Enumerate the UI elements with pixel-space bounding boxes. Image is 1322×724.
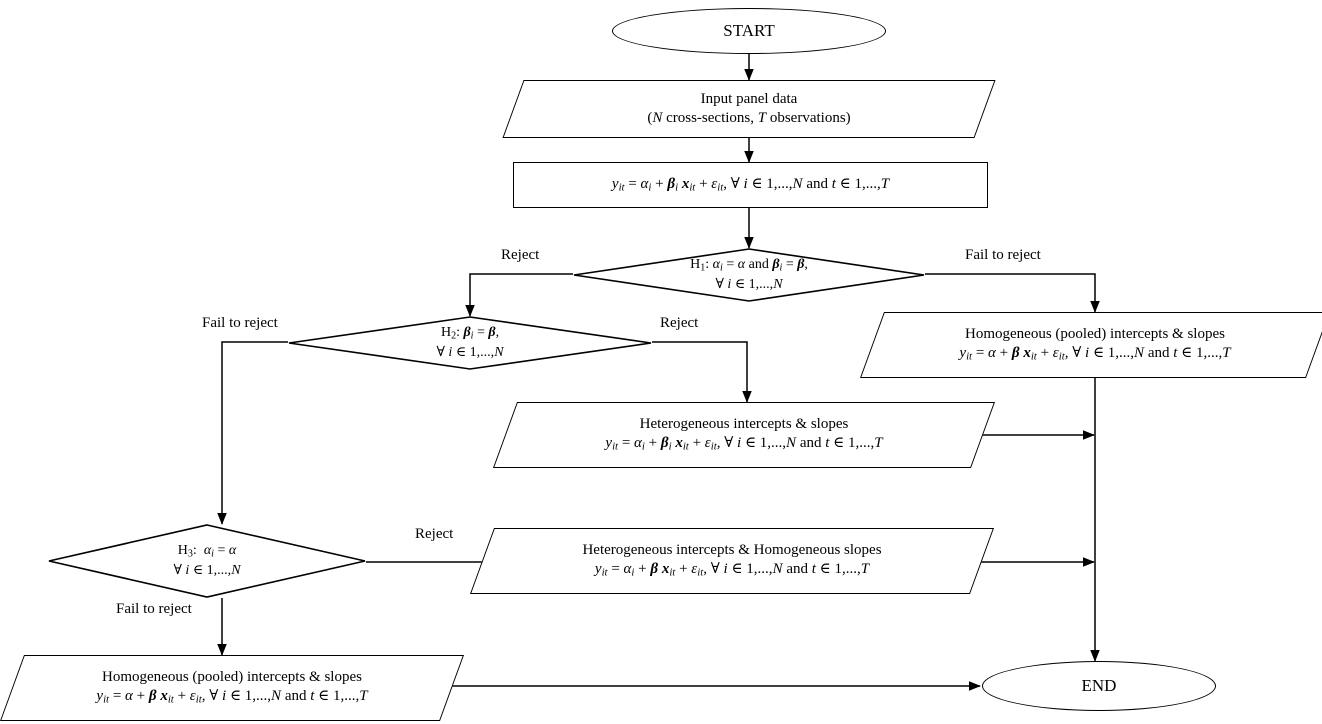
node-end-label: END [1081, 676, 1117, 696]
node-decision-h2[interactable]: H2: βi = β, ∀ i ∈ 1,...,N [288, 316, 652, 370]
node-hetero-int-line1: Heterogeneous intercepts & Homogeneous s… [582, 542, 882, 559]
node-h1-line2: ∀ i ∈ 1,...,N [715, 276, 783, 292]
edge-h1-to-pooled-top [925, 273, 1100, 313]
node-pooled-top-line2: yit = α + β xit + εit, ∀ i ∈ 1,...,N and… [959, 345, 1231, 364]
edge-h1-to-h2 [465, 273, 573, 317]
node-hetero-intercepts[interactable]: Heterogeneous intercepts & Homogeneous s… [469, 528, 995, 594]
node-pooled-top-line1: Homogeneous (pooled) intercepts & slopes [965, 326, 1225, 343]
h3-diamond-outline [48, 524, 366, 598]
node-input-line1: Input panel data [700, 90, 798, 107]
node-h3-line1: H3: αi = α [177, 543, 237, 560]
node-hetero-both-line2: yit = αi + βi xit + εit, ∀ i ∈ 1,...,N a… [605, 435, 883, 454]
h2-diamond-outline [288, 316, 652, 370]
edge-label-h1-fail-to-reject: Fail to reject [965, 247, 1041, 263]
node-input-panel-data[interactable]: Input panel data (N cross-sections, T ob… [502, 80, 996, 138]
node-hetero-int-line2: yit = αi + β xit + εit, ∀ i ∈ 1,...,N an… [594, 561, 870, 580]
node-h2-line2: ∀ i ∈ 1,...,N [436, 344, 504, 360]
edge-label-h2-fail-to-reject: Fail to reject [202, 315, 278, 331]
node-pooled-bottom-line2: yit = α + β xit + εit, ∀ i ∈ 1,...,N and… [96, 688, 368, 707]
node-decision-h3[interactable]: H3: αi = α ∀ i ∈ 1,...,N [48, 524, 366, 598]
node-h3-line2: ∀ i ∈ 1,...,N [173, 562, 241, 578]
node-pooled-bottom-line1: Homogeneous (pooled) intercepts & slopes [102, 669, 362, 686]
node-start[interactable]: START [612, 8, 886, 54]
node-pooled-top[interactable]: Homogeneous (pooled) intercepts & slopes… [859, 312, 1322, 378]
edge-label-h3-reject: Reject [415, 526, 454, 542]
node-input-line2: (N cross-sections, T observations) [647, 110, 851, 126]
node-start-label: START [723, 21, 775, 41]
edge-h2-to-h3 [217, 341, 288, 525]
node-h1-line1: H1: αi = α and βi = β, [690, 257, 808, 274]
h1-diamond-outline [573, 248, 925, 302]
edge-label-h3-fail-to-reject: Fail to reject [116, 601, 192, 617]
node-hetero-both[interactable]: Heterogeneous intercepts & slopes yit = … [492, 402, 996, 468]
node-pooled-bottom[interactable]: Homogeneous (pooled) intercepts & slopes… [0, 655, 465, 721]
node-decision-h1[interactable]: H1: αi = α and βi = β, ∀ i ∈ 1,...,N [573, 248, 925, 302]
node-h2-line1: H2: βi = β, [440, 325, 500, 342]
node-hetero-both-line1: Heterogeneous intercepts & slopes [639, 416, 849, 433]
edge-label-h2-reject: Reject [660, 315, 699, 331]
node-end[interactable]: END [982, 661, 1216, 711]
edge-h2-to-hetero-both [652, 341, 752, 403]
node-model-line1: yit = αi + βi xit + εit, ∀ i ∈ 1,...,N a… [611, 175, 890, 194]
edge-label-h1-reject: Reject [501, 247, 540, 263]
node-model-equation[interactable]: yit = αi + βi xit + εit, ∀ i ∈ 1,...,N a… [513, 162, 988, 208]
